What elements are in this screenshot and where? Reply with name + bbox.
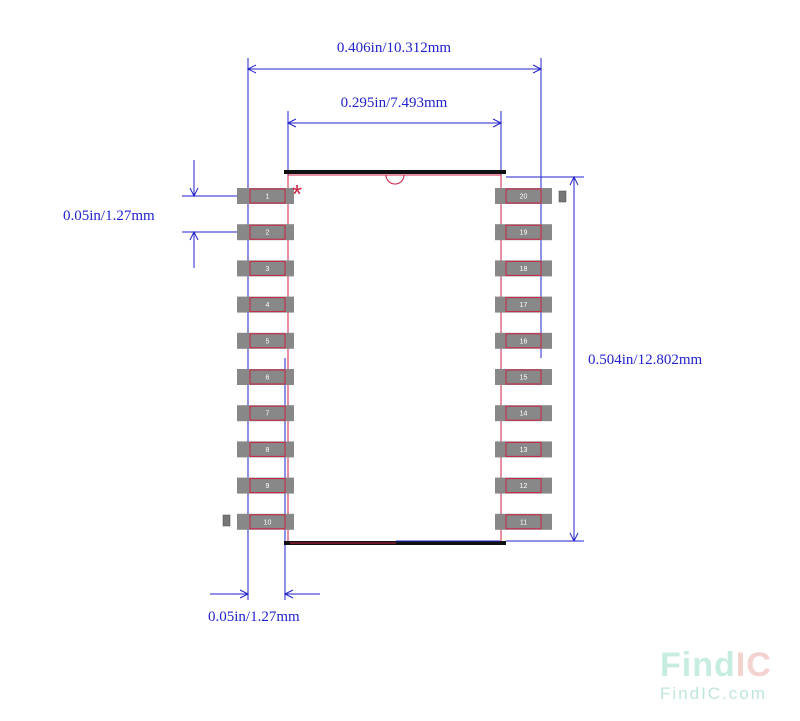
pin-number: 3 [266, 266, 270, 273]
lead-outline [505, 441, 542, 457]
pin-number: 15 [520, 375, 528, 382]
pin-number: 10 [264, 519, 272, 526]
pad-shape [495, 188, 552, 204]
lead-outline [249, 514, 286, 530]
pad-shape [495, 441, 552, 458]
lead-outline [505, 405, 542, 421]
orientation-marker-right [558, 190, 567, 203]
pad-shape [237, 513, 294, 530]
lead-outline [249, 297, 286, 313]
findic-url: FindIC.com [660, 684, 767, 703]
pad-right-16: 16 [495, 332, 552, 349]
lead-outline [505, 514, 542, 530]
pad-shape [237, 224, 294, 241]
package-body [284, 170, 506, 545]
pad-shape [237, 405, 294, 422]
pad-right-19: 19 [495, 224, 552, 241]
pin-number: 20 [520, 194, 528, 201]
pad-shape [237, 441, 294, 458]
orientation-marker-left [222, 514, 231, 527]
pad-right-12: 12 [495, 477, 552, 494]
pad-left-3: 3 [237, 260, 294, 277]
pad-right-17: 17 [495, 296, 552, 313]
pad-right-13: 13 [495, 441, 552, 458]
lead-outline [249, 441, 286, 457]
pad-shape [237, 477, 294, 494]
lead-outline [505, 333, 542, 349]
body-length-label: 0.504in/12.802mm [588, 352, 703, 368]
pad-left-8: 8 [237, 441, 294, 458]
pad-shape [237, 188, 294, 204]
pad-offset-label: 0.05in/1.27mm [208, 609, 300, 625]
lead-outline [505, 260, 542, 276]
pad-right-18: 18 [495, 260, 552, 277]
lead-outline [505, 188, 542, 204]
pad-shape [495, 369, 552, 385]
lead-outline [249, 369, 286, 385]
pad-shape [237, 369, 294, 385]
pad-shape [495, 296, 552, 313]
lead-outline [505, 478, 542, 494]
lead-outline [505, 224, 542, 240]
pad-left-7: 7 [237, 405, 294, 422]
pin-number: 4 [266, 302, 270, 309]
pad-left-4: 4 [237, 296, 294, 313]
pad-left-5: 5 [237, 332, 294, 349]
pin-number: 2 [266, 230, 270, 237]
lead-outline [249, 260, 286, 276]
pin-number: 9 [266, 483, 270, 490]
pad-right-11: 11 [495, 513, 552, 530]
lead-outline [249, 333, 286, 349]
pad-shape [495, 332, 552, 349]
pin-number: 7 [266, 411, 270, 418]
pad-left-10: 10 [237, 513, 294, 530]
pin-number: 14 [520, 411, 528, 418]
pin-pitch-label: 0.05in/1.27mm [63, 208, 155, 224]
pad-right-14: 14 [495, 405, 552, 422]
pin-number: 11 [520, 519, 527, 526]
pad-left-6: 6 [237, 369, 294, 385]
overall-width-label: 0.406in/10.312mm [337, 40, 452, 56]
pin-number: 13 [520, 447, 528, 454]
lead-outline [505, 297, 542, 313]
dimension-lines [189, 64, 579, 599]
pin1-marker: * [292, 179, 302, 209]
lead-outline [249, 405, 286, 421]
lead-outline [249, 224, 286, 240]
lead-outline [249, 478, 286, 494]
pad-right-15: 15 [495, 369, 552, 385]
body-width-label: 0.295in/7.493mm [341, 95, 448, 111]
lead-outline [249, 188, 286, 204]
pin-number: 8 [266, 447, 270, 454]
pad-left-2: 2 [237, 224, 294, 241]
pad-shape [495, 477, 552, 494]
pin-number: 18 [520, 266, 528, 273]
findic-logo: FindIC [660, 646, 772, 684]
pad-left-1: 1 [237, 188, 294, 204]
pin-number: 1 [266, 194, 270, 201]
pad-shape [495, 260, 552, 277]
pad-shape [237, 332, 294, 349]
pin-number: 17 [520, 302, 528, 309]
left-pads: 1 2 3 4 5 6 7 8 9 10 [237, 188, 294, 530]
pad-shape [237, 260, 294, 277]
pad-shape [495, 405, 552, 422]
pin-number: 12 [520, 483, 528, 490]
right-pads: 20 19 18 17 16 15 14 13 12 11 [495, 188, 552, 530]
pad-shape [495, 224, 552, 241]
pin-number: 6 [266, 375, 270, 382]
lead-outline [505, 369, 542, 385]
pad-right-20: 20 [495, 188, 552, 204]
pad-shape [495, 513, 552, 530]
pin-number: 5 [266, 338, 270, 345]
pad-shape [237, 296, 294, 313]
pin1-notch [385, 174, 405, 185]
pad-left-9: 9 [237, 477, 294, 494]
pin-number: 19 [520, 230, 528, 237]
pin-number: 16 [520, 338, 528, 345]
